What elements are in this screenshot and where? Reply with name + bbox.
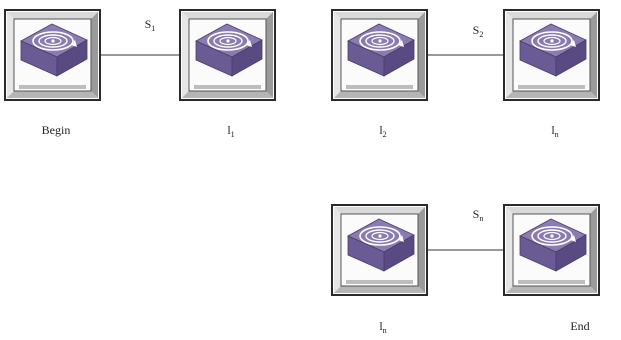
node-label-2: l1 — [227, 123, 234, 139]
node-label-4: ln — [551, 123, 558, 139]
router-switch-icon — [179, 9, 276, 101]
link-label-2: S2 — [473, 23, 484, 39]
node-label-5: ln — [379, 319, 386, 335]
nodes-layer — [4, 9, 600, 296]
node-label-1: Begin — [42, 123, 71, 137]
router-switch-icon — [503, 9, 600, 101]
router-switch-icon — [4, 9, 101, 101]
links-layer — [100, 54, 504, 251]
router-switch-icon — [331, 9, 428, 101]
link-label-3: Sn — [473, 207, 484, 223]
router-switch-icon — [503, 204, 600, 296]
router-switch-icon — [331, 204, 428, 296]
link-label-1: S1 — [145, 17, 156, 33]
node-label-6: End — [570, 319, 589, 333]
node-label-3: l2 — [379, 123, 386, 139]
